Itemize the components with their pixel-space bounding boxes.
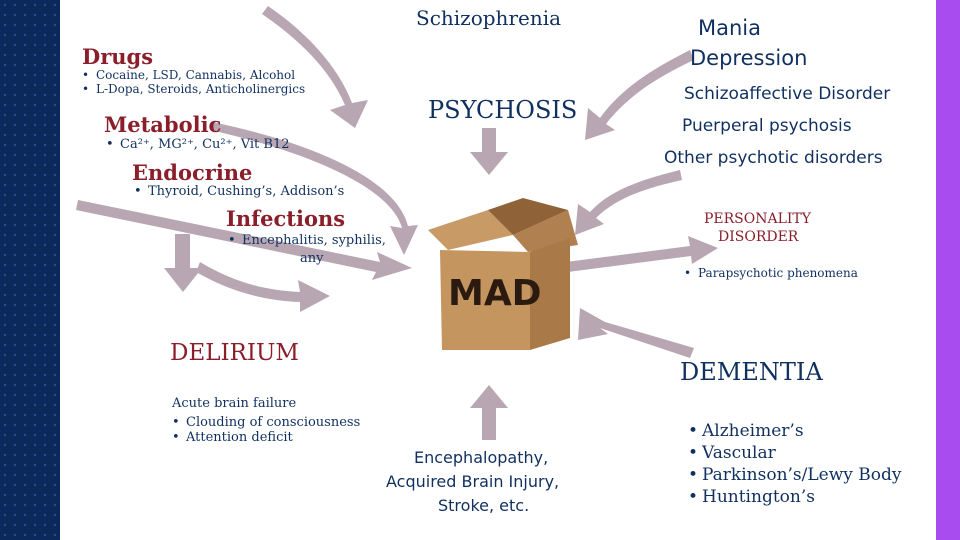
- arrow-schizophrenia: [262, 6, 368, 128]
- delirium-list: Clouding of consciousness Attention defi…: [172, 415, 360, 445]
- infections-heading: Infections: [226, 206, 346, 231]
- endocrine-heading: Endocrine: [132, 160, 253, 185]
- other-psychotic-label: Other psychotic disorders: [664, 148, 883, 168]
- arrow-psychosis: [470, 128, 508, 175]
- left-decorative-band: [0, 0, 60, 540]
- dementia-list: Alzheimer’s Vascular Parkinson’s/Lewy Bo…: [688, 420, 902, 508]
- infections-line2: any: [300, 251, 324, 266]
- encephalopathy-line1: Encephalopathy,: [414, 448, 549, 467]
- metabolic-list: Ca²⁺, MG²⁺, Cu²⁺, Vit B12: [106, 137, 290, 152]
- schizoaffective-label: Schizoaffective Disorder: [684, 84, 891, 104]
- list-item: Parapsychotic phenomena: [684, 266, 858, 280]
- infections-list: Encephalitis, syphilis,: [228, 233, 386, 248]
- mania-label: Mania: [698, 16, 761, 40]
- puerperal-label: Puerperal psychosis: [682, 116, 852, 136]
- encephalopathy-line3: Stroke, etc.: [438, 496, 530, 515]
- personality-heading-line2: DISORDER: [718, 229, 799, 245]
- depression-label: Depression: [690, 46, 808, 70]
- list-item: L-Dopa, Steroids, Anticholinergics: [82, 82, 305, 96]
- schizophrenia-label: Schizophrenia: [416, 6, 562, 30]
- drugs-heading: Drugs: [82, 44, 154, 69]
- dementia-heading: DEMENTIA: [680, 358, 823, 386]
- arrow-other-psychotic: [575, 170, 682, 235]
- list-item: Cocaine, LSD, Cannabis, Alcohol: [82, 68, 305, 82]
- list-item: Alzheimer’s: [688, 420, 902, 442]
- list-item: Vascular: [688, 442, 902, 464]
- arrow-delirium: [196, 262, 330, 312]
- band-pattern: [0, 0, 60, 540]
- drugs-list: Cocaine, LSD, Cannabis, Alcohol L-Dopa, …: [82, 68, 305, 96]
- delirium-heading: DELIRIUM: [170, 340, 299, 366]
- right-decorative-band: [936, 0, 960, 540]
- psychosis-label: PSYCHOSIS: [428, 96, 578, 124]
- personality-heading-line1: PERSONALITY: [704, 211, 812, 227]
- metabolic-heading: Metabolic: [104, 112, 222, 137]
- list-item: Ca²⁺, MG²⁺, Cu²⁺, Vit B12: [106, 137, 290, 152]
- mad-box-illustration: MAD: [418, 190, 583, 355]
- list-item: Parkinson’s/Lewy Body: [688, 464, 902, 486]
- list-item: Thyroid, Cushing’s, Addison’s: [134, 184, 344, 199]
- box-label: MAD: [448, 273, 542, 314]
- personality-list: Parapsychotic phenomena: [684, 266, 858, 280]
- delirium-subtitle: Acute brain failure: [172, 396, 297, 411]
- endocrine-list: Thyroid, Cushing’s, Addison’s: [134, 184, 344, 199]
- arrow-personality: [566, 236, 718, 272]
- list-item: Attention deficit: [172, 430, 360, 445]
- list-item: Clouding of consciousness: [172, 415, 360, 430]
- list-item: Huntington’s: [688, 486, 902, 508]
- arrow-mania: [585, 50, 694, 140]
- arrow-encephalopathy: [470, 385, 508, 440]
- arrow-dementia: [578, 308, 694, 358]
- arrow-infections: [210, 122, 418, 255]
- arrow-to-delirium: [164, 234, 202, 292]
- list-item: Encephalitis, syphilis,: [228, 233, 386, 248]
- encephalopathy-line2: Acquired Brain Injury,: [386, 472, 560, 491]
